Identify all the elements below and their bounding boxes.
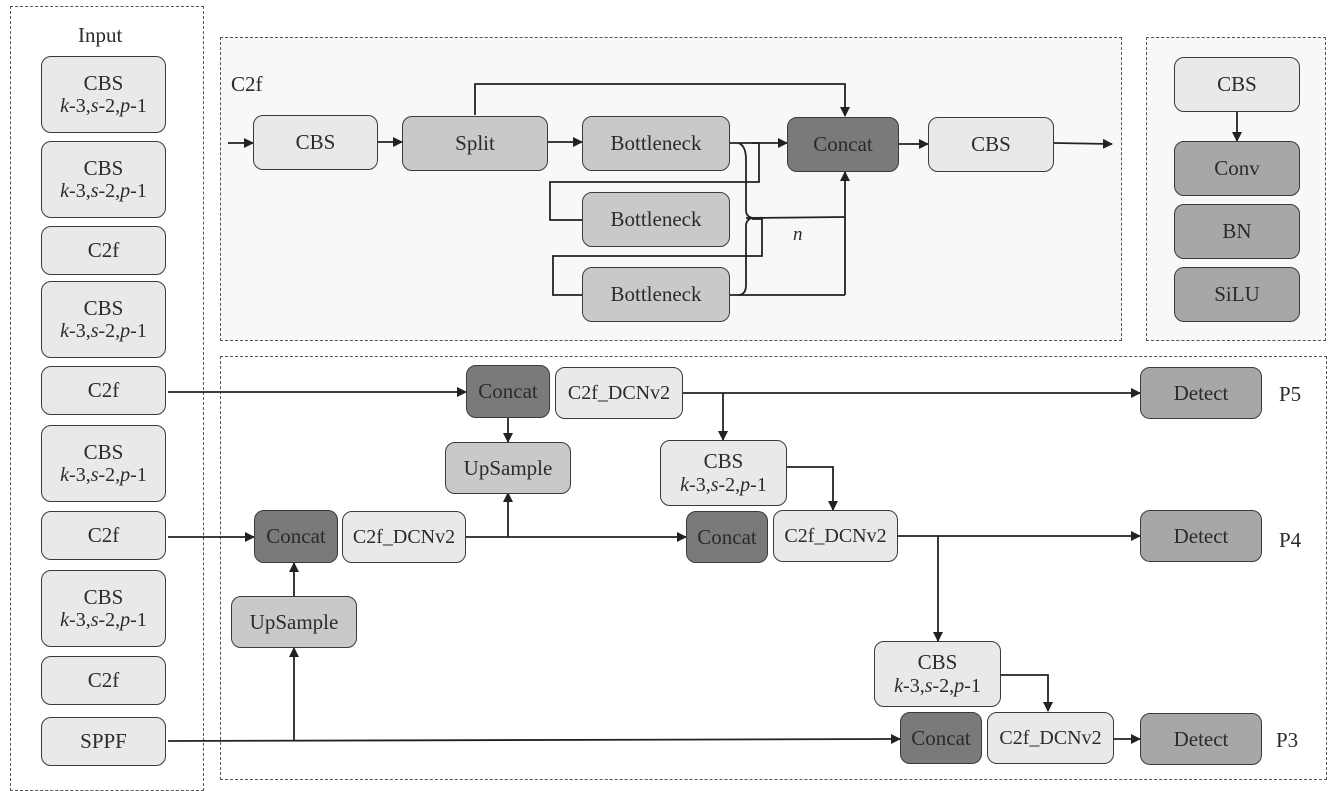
c2f-bottleneck-2[interactable]: Bottleneck xyxy=(582,192,730,247)
block-label: C2f xyxy=(87,238,120,263)
block-label: CBS xyxy=(83,155,124,180)
backbone-block-c2f-2[interactable]: C2f xyxy=(41,366,166,415)
head-concat-mid[interactable]: Concat xyxy=(254,510,338,563)
head-c2f-dcnv2-top[interactable]: C2f_DCNv2 xyxy=(555,367,683,419)
backbone-block-sppf[interactable]: SPPF xyxy=(41,717,166,766)
head-upsample-top[interactable]: UpSample xyxy=(445,442,571,494)
detect-p5[interactable]: Detect xyxy=(1140,367,1262,419)
c2f-bottleneck-1[interactable]: Bottleneck xyxy=(582,116,730,171)
c2f-split[interactable]: Split xyxy=(402,116,548,171)
backbone-block-c2f-4[interactable]: C2f xyxy=(41,656,166,705)
c2f-cbs-out[interactable]: CBS xyxy=(928,117,1054,172)
block-label: CBS xyxy=(917,650,958,675)
head-c2f-dcnv2-p3[interactable]: C2f_DCNv2 xyxy=(987,712,1114,764)
backbone-block-cbs-3[interactable]: CBS k-3,s-2,p-1 xyxy=(41,281,166,358)
scale-label-p3: P3 xyxy=(1276,728,1299,752)
head-concat-p3[interactable]: Concat xyxy=(900,712,982,764)
c2f-concat[interactable]: Concat xyxy=(787,117,899,172)
block-params: k-3,s-2,p-1 xyxy=(680,473,767,496)
cbs-detail-conv[interactable]: Conv xyxy=(1174,141,1300,196)
backbone-block-cbs-2[interactable]: CBS k-3,s-2,p-1 xyxy=(41,141,166,218)
backbone-block-cbs-4[interactable]: CBS k-3,s-2,p-1 xyxy=(41,425,166,502)
head-cbs-p3[interactable]: CBS k-3,s-2,p-1 xyxy=(874,641,1001,707)
head-concat-top[interactable]: Concat xyxy=(466,365,550,418)
head-cbs-p4[interactable]: CBS k-3,s-2,p-1 xyxy=(660,440,787,506)
head-upsample-bottom[interactable]: UpSample xyxy=(231,596,357,648)
c2f-detail-title: C2f xyxy=(231,72,263,96)
block-label: SPPF xyxy=(80,729,127,754)
cbs-detail-silu[interactable]: SiLU xyxy=(1174,267,1300,322)
head-c2f-dcnv2-mid[interactable]: C2f_DCNv2 xyxy=(342,511,466,563)
head-c2f-dcnv2-p4[interactable]: C2f_DCNv2 xyxy=(773,510,898,562)
cbs-detail-cbs[interactable]: CBS xyxy=(1174,57,1300,112)
repeat-n-label: n xyxy=(793,224,803,245)
scale-label-p5: P5 xyxy=(1279,382,1302,406)
backbone-block-c2f-1[interactable]: C2f xyxy=(41,226,166,275)
block-label: CBS xyxy=(83,584,124,609)
backbone-block-cbs-1[interactable]: CBS k-3,s-2,p-1 xyxy=(41,56,166,133)
block-params: k-3,s-2,p-1 xyxy=(60,320,147,343)
block-label: C2f xyxy=(87,668,120,693)
block-label: C2f xyxy=(87,523,120,548)
detect-p3[interactable]: Detect xyxy=(1140,713,1262,765)
cbs-detail-bn[interactable]: BN xyxy=(1174,204,1300,259)
scale-label-p4: P4 xyxy=(1279,528,1302,552)
block-label: CBS xyxy=(83,439,124,464)
head-concat-p4[interactable]: Concat xyxy=(686,511,768,563)
block-params: k-3,s-2,p-1 xyxy=(60,464,147,487)
backbone-block-c2f-3[interactable]: C2f xyxy=(41,511,166,560)
backbone-title: Input xyxy=(78,23,123,47)
head-panel xyxy=(220,356,1327,780)
detect-p4[interactable]: Detect xyxy=(1140,510,1262,562)
block-label: CBS xyxy=(703,449,744,474)
block-label: CBS xyxy=(83,295,124,320)
block-label: CBS xyxy=(83,70,124,95)
block-params: k-3,s-2,p-1 xyxy=(894,674,981,697)
block-label: C2f xyxy=(87,378,120,403)
block-params: k-3,s-2,p-1 xyxy=(60,180,147,203)
backbone-block-cbs-5[interactable]: CBS k-3,s-2,p-1 xyxy=(41,570,166,647)
c2f-cbs-in[interactable]: CBS xyxy=(253,115,378,170)
block-params: k-3,s-2,p-1 xyxy=(60,95,147,118)
block-params: k-3,s-2,p-1 xyxy=(60,609,147,632)
c2f-bottleneck-3[interactable]: Bottleneck xyxy=(582,267,730,322)
